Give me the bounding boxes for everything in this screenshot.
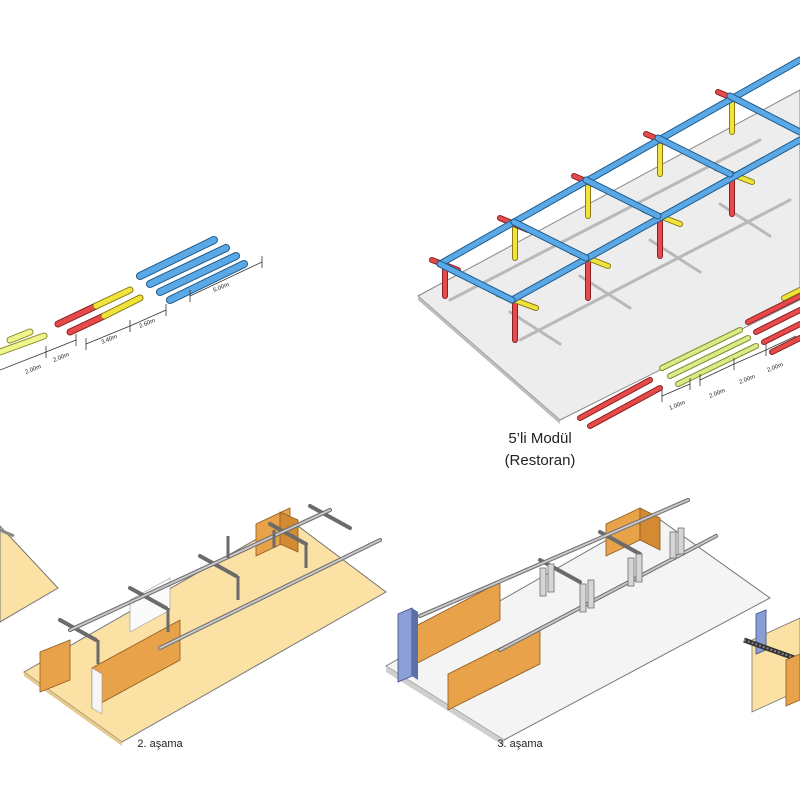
- component-set-left: 2.00m 2.00m 3.40m 2.60m 6.00m: [0, 236, 263, 376]
- stage1-partial: [0, 525, 59, 623]
- dimension-lines-right: [661, 335, 797, 402]
- dim-label: 2.00m: [25, 364, 43, 376]
- dim-label: 2.00m: [767, 362, 785, 374]
- frame-module-5bay: 1.00m 2.00m 2.00m 2.00m: [417, 56, 800, 429]
- dimension-labels-right: 1.00m 2.00m 2.00m 2.00m: [669, 362, 785, 412]
- dim-label: 2.00m: [739, 374, 757, 386]
- stage3-label: 3. aşama: [497, 738, 543, 750]
- stage4-partial: [743, 609, 800, 713]
- dim-label: 1.00m: [669, 400, 687, 412]
- module-subtitle: (Restoran): [504, 452, 576, 469]
- module-title: 5’li Modül: [508, 430, 572, 447]
- dim-label: 3.40m: [101, 334, 119, 346]
- dim-label: 2.00m: [709, 388, 727, 400]
- stage2-frame-highlight: [69, 509, 381, 649]
- dim-label: 2.00m: [53, 352, 71, 364]
- dim-label: 6.00m: [213, 282, 231, 294]
- stage3-frame-highlight: [419, 499, 717, 651]
- dimension-labels-left: 2.00m 2.00m 3.40m 2.60m 6.00m: [25, 282, 231, 376]
- dim-label: 2.60m: [139, 318, 157, 330]
- base-slab-edge: [418, 296, 560, 424]
- stage2-label: 2. aşama: [137, 738, 183, 750]
- stage3-walls: [411, 507, 661, 711]
- red-yellow-beams: [54, 286, 144, 336]
- stage2-diagram: [23, 504, 387, 746]
- loose-pieces-right: [577, 287, 800, 429]
- columns-yellow: [512, 99, 735, 261]
- dimension-lines-left: [0, 256, 263, 371]
- stage3-blue-panels: [397, 607, 418, 683]
- stage3-diagram: [385, 498, 800, 746]
- blue-beams: [136, 236, 248, 304]
- stage2-columns: [96, 530, 308, 664]
- stage3-storage-units: [539, 527, 685, 613]
- yellow-beams: [0, 328, 48, 356]
- blue-frame-beams: [436, 56, 800, 304]
- base-slab: [417, 89, 800, 421]
